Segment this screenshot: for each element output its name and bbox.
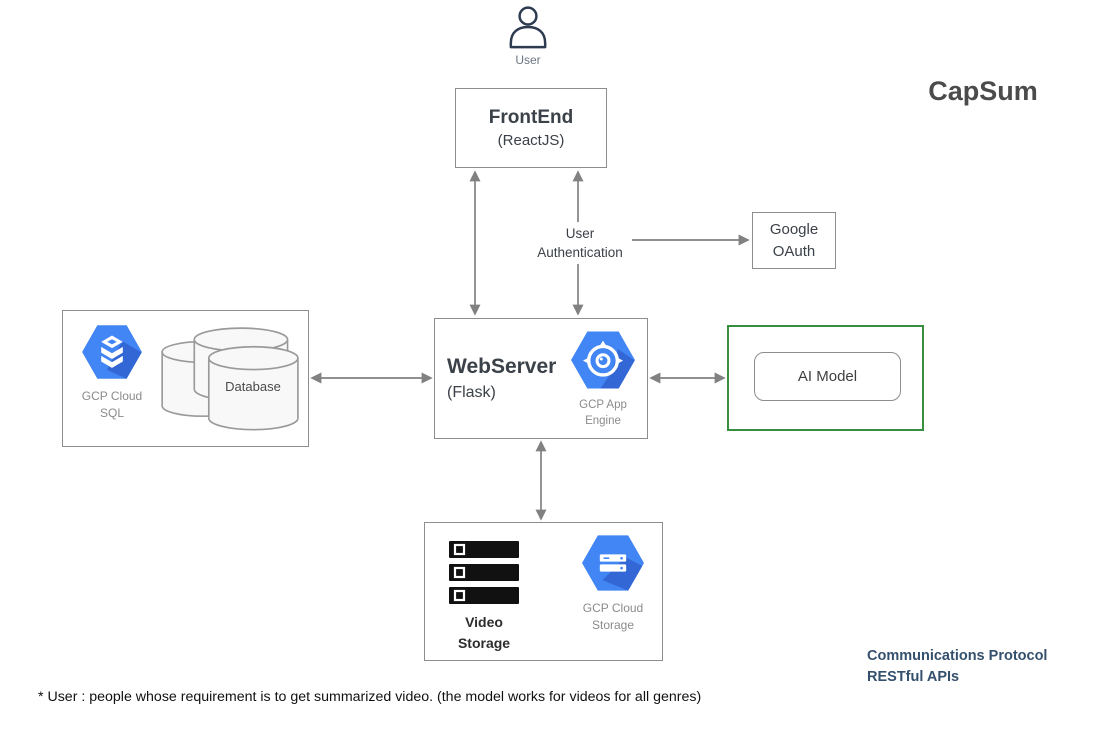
gcp-app-engine-icon bbox=[571, 331, 635, 389]
google-oauth-label: Google OAuth bbox=[769, 220, 819, 260]
legend: Communications Protocol RESTful APIs bbox=[867, 646, 1047, 688]
user-icon bbox=[509, 6, 547, 49]
ai-model-label: AI Model bbox=[797, 368, 858, 385]
database-label: Database bbox=[225, 379, 281, 394]
frontend-box: FrontEnd (ReactJS) bbox=[455, 88, 607, 168]
ai-model-box: AI Model bbox=[727, 325, 924, 431]
webserver-box: WebServer (Flask) GCP App Engine bbox=[434, 318, 648, 439]
legend-protocol: Communications Protocol bbox=[867, 648, 1048, 664]
webserver-title: WebServer bbox=[447, 355, 557, 378]
frontend-title: FrontEnd bbox=[488, 107, 574, 128]
video-storage-label: Video Storage bbox=[457, 614, 511, 651]
user-label: User bbox=[515, 53, 541, 67]
footnote: * User : people whose requirement is to … bbox=[38, 689, 702, 705]
gcp-cloud-sql-label: GCP Cloud SQL bbox=[81, 389, 143, 420]
google-oauth-box: Google OAuth bbox=[752, 212, 836, 269]
gcp-sql-box: GCP Cloud SQL Database bbox=[62, 310, 309, 447]
user-auth-label: User Authentication bbox=[528, 225, 632, 263]
gcp-app-engine-label: GCP App Engine bbox=[579, 399, 627, 428]
webserver-subtitle: (Flask) bbox=[447, 384, 496, 401]
storage-box: Video Storage GCP Cloud Storage bbox=[424, 522, 663, 661]
app-title: CapSum bbox=[928, 76, 1038, 106]
gcp-cloud-sql-icon bbox=[82, 325, 142, 379]
video-storage-icon bbox=[449, 541, 519, 604]
gcp-cloud-storage-label: GCP Cloud Storage bbox=[582, 601, 644, 632]
frontend-subtitle: (ReactJS) bbox=[497, 132, 565, 149]
database-icon bbox=[161, 327, 299, 431]
ai-model-inner-box: AI Model bbox=[754, 352, 901, 401]
gcp-cloud-storage-icon bbox=[582, 535, 644, 591]
legend-apis: RESTful APIs bbox=[867, 669, 960, 686]
